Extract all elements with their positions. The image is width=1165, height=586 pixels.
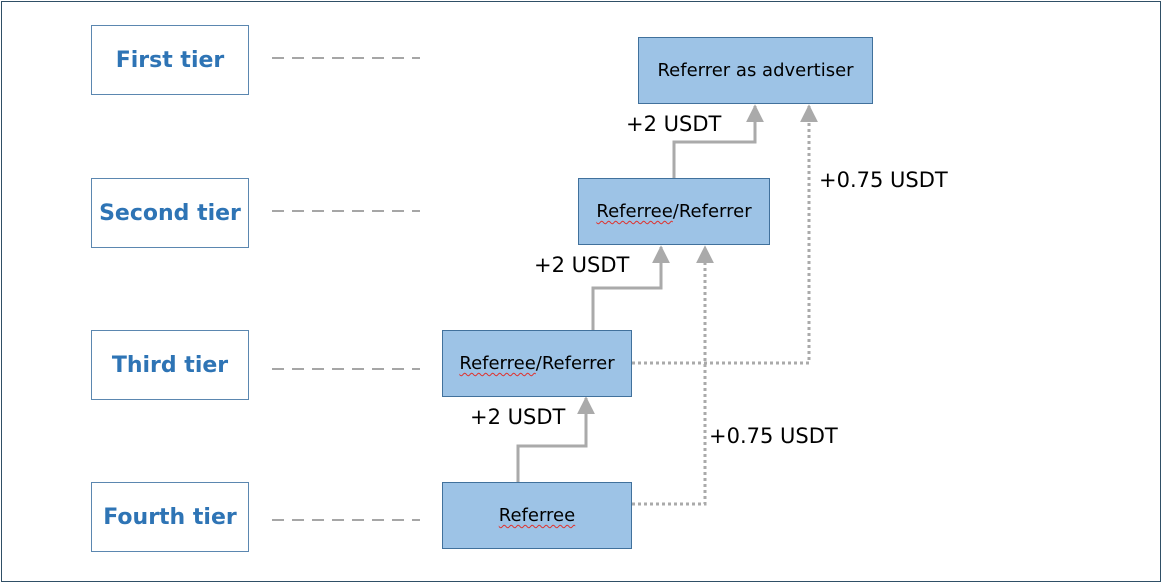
node-third-tier-label: Referree/Referrer xyxy=(459,353,614,374)
tier-second: Second tier xyxy=(91,178,249,248)
tier-fourth-label: Fourth tier xyxy=(103,504,237,530)
reward-label-direct-fourth-to-third: +2 USDT xyxy=(470,405,566,429)
indirect-arrow-fourth-to-second xyxy=(632,245,714,506)
node-fourth-tier-referree: Referree xyxy=(442,482,632,549)
indirect-arrow-third-to-first xyxy=(632,104,818,365)
node-fourth-tier-label: Referree xyxy=(498,505,576,526)
tier-third: Third tier xyxy=(91,330,249,400)
tier-fourth: Fourth tier xyxy=(91,482,249,552)
node-referrer-advertiser: Referrer as advertiser xyxy=(638,37,873,104)
tier-second-label: Second tier xyxy=(99,200,241,226)
node-second-tier-label: Referree/Referrer xyxy=(596,201,751,222)
node-third-tier-referree-word: Referree xyxy=(459,353,536,374)
node-referrer-advertiser-label: Referrer as advertiser xyxy=(657,60,854,81)
reward-label-indirect-fourth-to-second: +0.75 USDT xyxy=(709,424,838,448)
node-third-tier-referree-referrer: Referree/Referrer xyxy=(442,330,632,397)
tier-first: First tier xyxy=(91,25,249,95)
node-third-tier-referrer-word: /Referrer xyxy=(535,353,615,374)
reward-label-direct-third-to-second: +2 USDT xyxy=(534,253,630,277)
node-second-tier-referrer-word: /Referrer xyxy=(672,201,752,222)
tier-first-label: First tier xyxy=(115,47,225,73)
tier-third-label: Third tier xyxy=(111,352,229,378)
direct-arrow-second-to-first xyxy=(672,104,764,178)
node-second-tier-referree-referrer: Referree/Referrer xyxy=(578,178,770,245)
node-second-tier-referree-word: Referree xyxy=(596,201,673,222)
direct-arrow-third-to-second xyxy=(591,245,670,330)
reward-label-indirect-third-to-first: +0.75 USDT xyxy=(819,168,948,192)
direct-arrow-fourth-to-third xyxy=(516,396,595,482)
reward-label-direct-second-to-first: +2 USDT xyxy=(626,112,722,136)
